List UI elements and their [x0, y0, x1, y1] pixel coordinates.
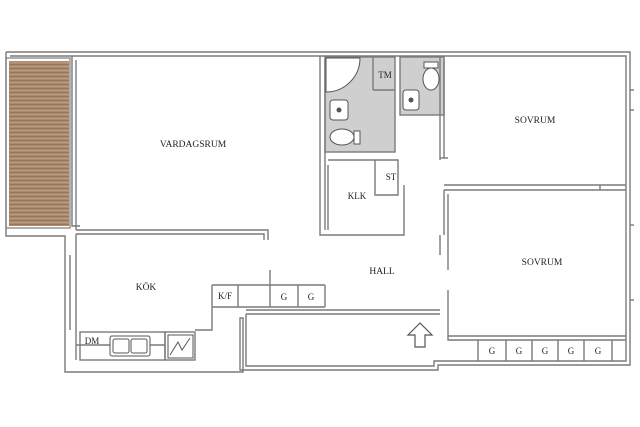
room-label-hall: HALL [369, 267, 395, 277]
toilet-icon [329, 128, 361, 146]
room-label-sovrum: SOVRUM [515, 116, 556, 126]
kitchen-sink-icon [109, 335, 151, 357]
toilet-icon [422, 61, 440, 91]
wardrobe-label: G [281, 292, 288, 302]
room-label-klk: KLK [348, 191, 367, 201]
wardrobe-label: G [595, 346, 602, 356]
washbasin-icon [329, 99, 349, 121]
wardrobe-label: G [542, 346, 549, 356]
room-label-dm: DM [85, 336, 100, 346]
entrance-arrow-icon [406, 322, 434, 348]
shower-icon [325, 57, 361, 93]
room-label-tm: TM [378, 70, 392, 80]
walls [5, 51, 634, 373]
room-label-vardagsrum: VARDAGSRUM [160, 140, 227, 150]
room-label-sovrum: SOVRUM [522, 258, 563, 268]
balcony [5, 57, 71, 229]
wardrobe-label: G [489, 346, 496, 356]
room-label-kok: KÖK [136, 281, 157, 293]
room-label-st: ST [386, 172, 397, 182]
room-label-kf: K/F [218, 291, 232, 301]
wardrobe-label: G [568, 346, 575, 356]
washbasin-icon [402, 89, 420, 111]
wardrobe-label: G [516, 346, 523, 356]
stove-icon [167, 334, 194, 359]
wardrobe-label: G [308, 292, 315, 302]
